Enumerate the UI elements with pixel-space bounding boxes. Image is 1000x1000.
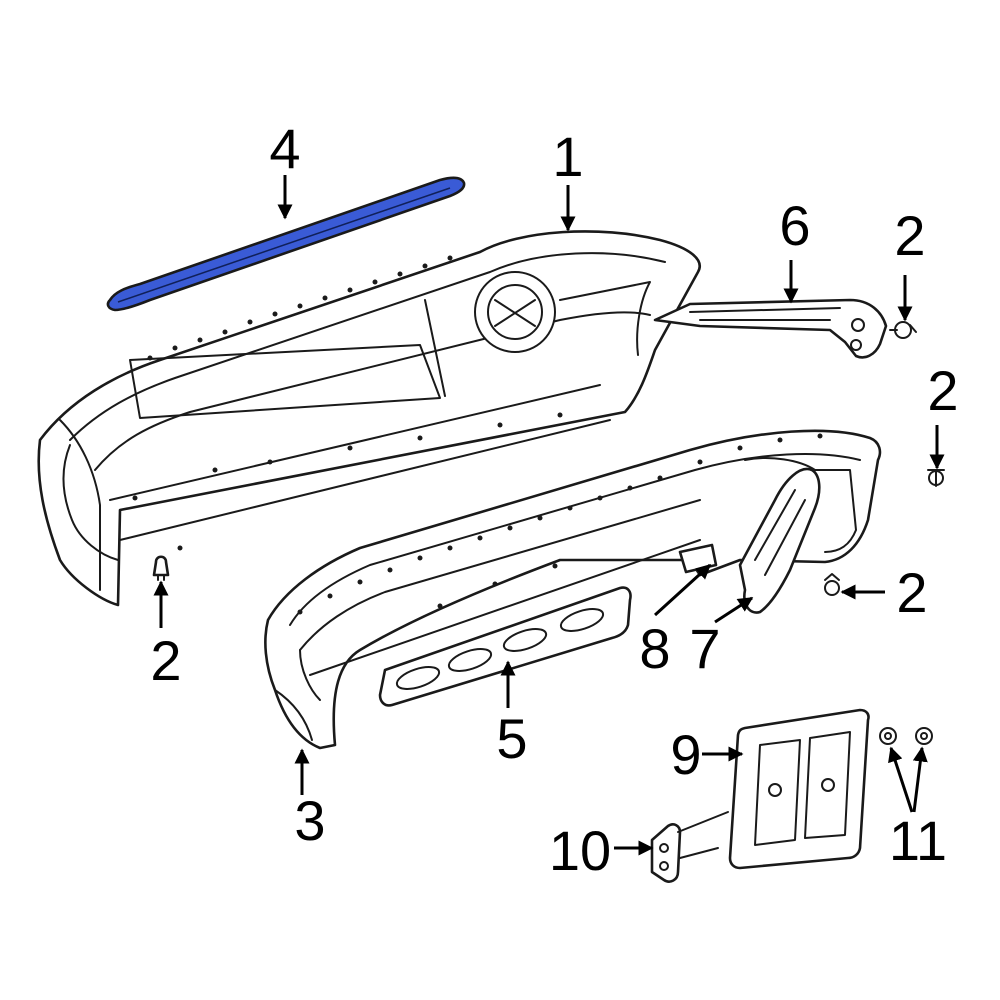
leader-11a [888, 746, 914, 813]
callout-2-mid-right: 2 [927, 359, 958, 422]
callout-3: 3 [294, 789, 325, 852]
callout-9: 9 [670, 723, 701, 786]
callout-7: 7 [689, 617, 720, 680]
callout-10: 10 [549, 819, 611, 882]
leader-arrows [153, 175, 945, 856]
step-pad-part-4[interactable] [106, 176, 466, 312]
push-pin-part-2-mid-right[interactable] [927, 469, 945, 487]
grille-insert-part-5[interactable] [378, 586, 632, 707]
push-pin-part-2-lower-right[interactable] [824, 573, 840, 596]
mounting-plate-part-9[interactable] [728, 708, 870, 870]
callout-8: 8 [639, 617, 670, 680]
callout-11: 11 [889, 809, 947, 872]
push-pin-part-2-upper-right[interactable] [889, 321, 917, 339]
nut-part-11-left[interactable] [879, 727, 897, 745]
callout-4: 4 [269, 117, 300, 180]
leader-7 [714, 596, 754, 624]
bumper-cover-part-1[interactable] [37, 230, 701, 607]
callout-6: 6 [779, 194, 810, 257]
bumper-reinforcement-part-3[interactable] [264, 429, 882, 750]
callout-1: 1 [552, 125, 583, 188]
callout-2-lower-right: 2 [896, 561, 927, 624]
bracket-part-6[interactable] [653, 298, 888, 359]
callout-5: 5 [496, 707, 527, 770]
callout-2-upper-right: 2 [894, 204, 925, 267]
nut-part-11-right[interactable] [915, 727, 933, 745]
leader-8 [653, 563, 712, 617]
tow-hook-bracket-part-10[interactable] [650, 811, 729, 883]
callout-2-left: 2 [150, 629, 181, 692]
leader-11b [912, 746, 928, 813]
push-pin-part-2-left[interactable] [152, 555, 170, 581]
callout-labels: 4 1 6 2 2 2 2 8 7 5 3 9 10 11 [150, 117, 958, 882]
